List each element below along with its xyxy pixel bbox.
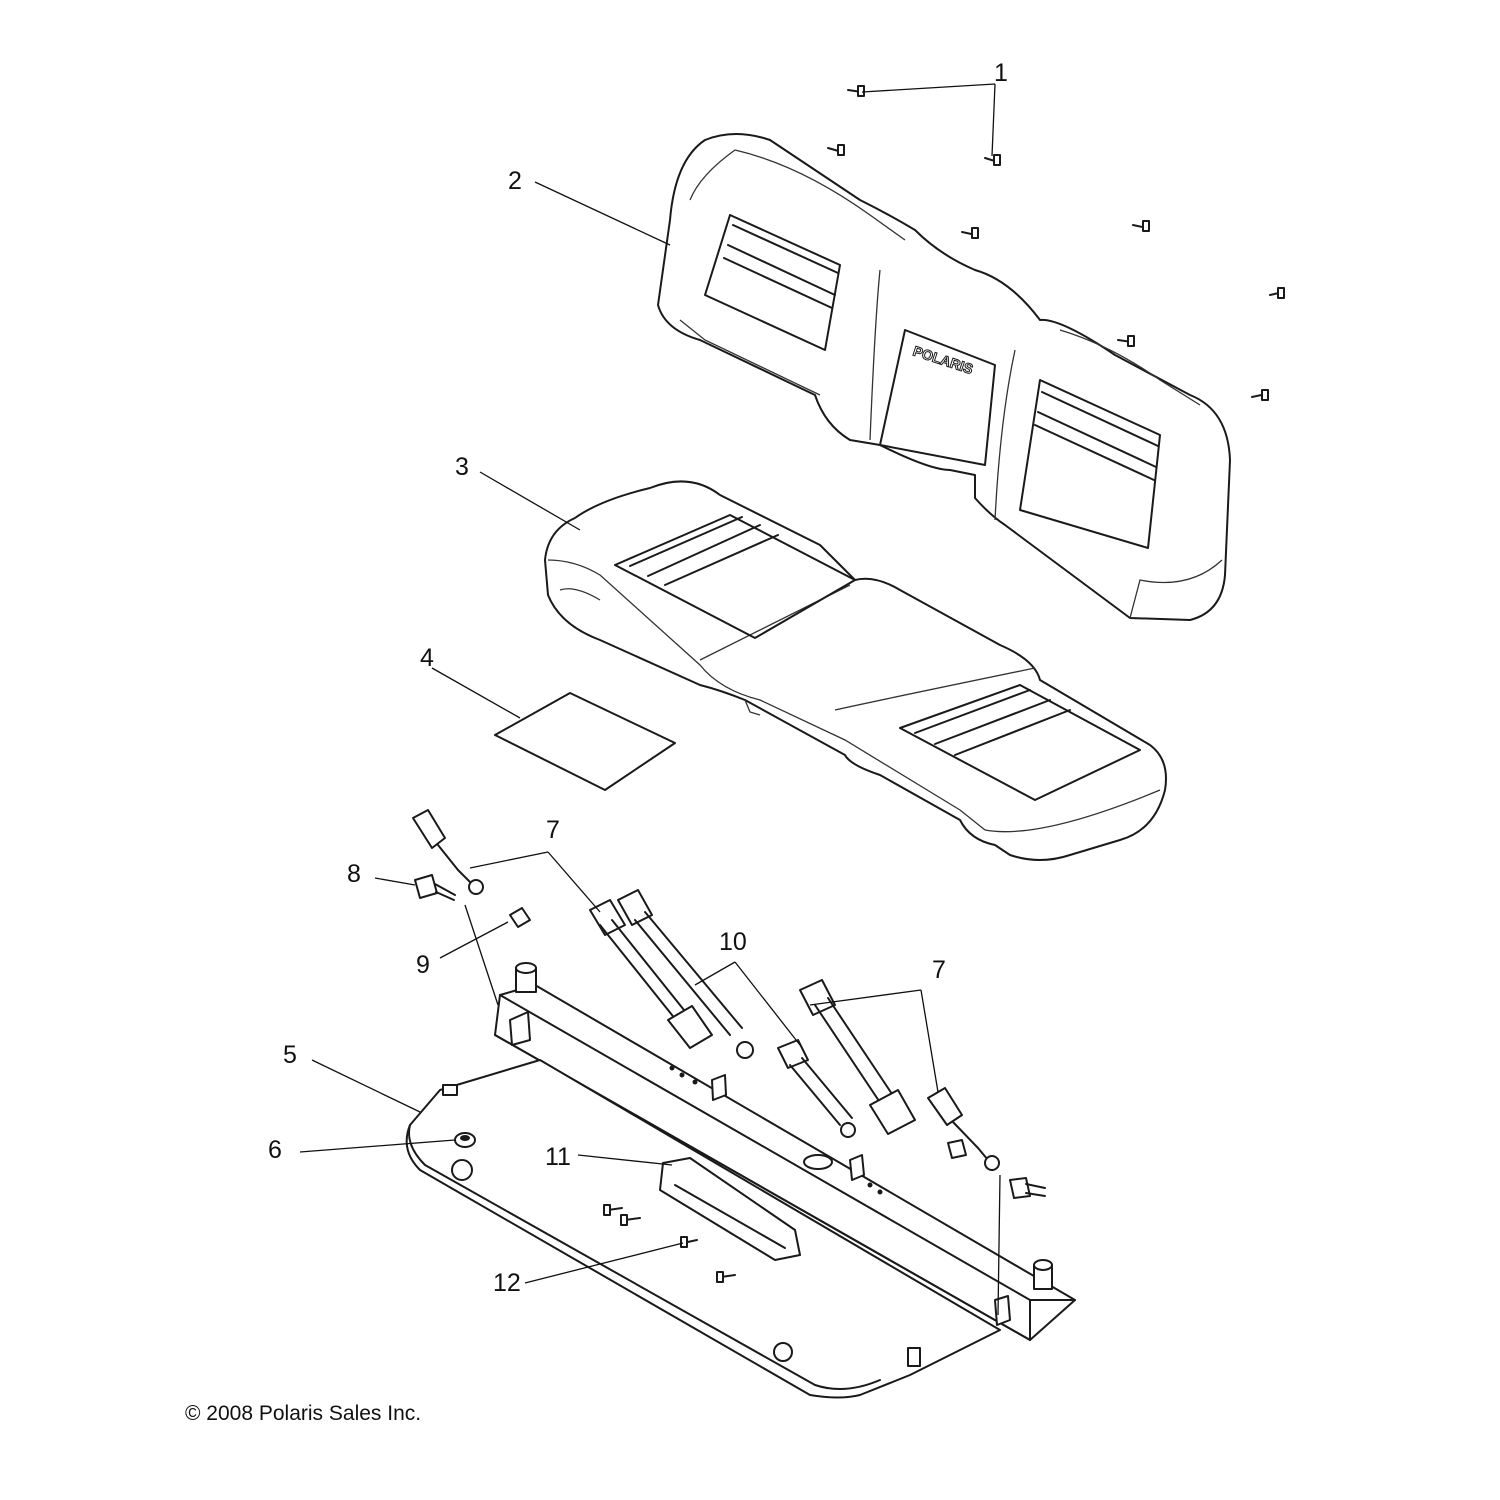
- leader-5: [311, 1059, 421, 1113]
- handle-screw-set: [603, 1204, 736, 1283]
- leader-2: [534, 181, 671, 246]
- screw-icon: [827, 144, 845, 156]
- callout-3: 3: [455, 453, 469, 481]
- callout-12: 12: [493, 1269, 521, 1297]
- leader-10: [694, 961, 801, 1046]
- callout-7b: 7: [932, 956, 946, 984]
- callout-5: 5: [283, 1041, 297, 1069]
- leader-bolt-right: [997, 1174, 1001, 1316]
- leader-1: [861, 83, 996, 157]
- seat-frame: [405, 962, 1076, 1399]
- leader-4: [431, 667, 521, 719]
- screw-icon: [603, 1204, 623, 1216]
- screw-set: [827, 85, 1285, 401]
- bolt-icon: [1009, 1177, 1046, 1199]
- leader-9b: [464, 904, 499, 1006]
- screw-icon: [847, 85, 865, 97]
- callout-9: 9: [416, 951, 430, 979]
- screw-icon: [1269, 287, 1285, 299]
- nut-icon: [509, 907, 531, 928]
- seat-back: POLARIS: [657, 133, 1231, 621]
- seat-belt-retractor-right: [777, 979, 916, 1138]
- screw-icon: [716, 1271, 736, 1283]
- bolt-icon: [414, 874, 456, 901]
- callout-8: 8: [347, 860, 361, 888]
- seat-bottom: [544, 480, 1167, 861]
- leader-7b: [809, 989, 939, 1093]
- screw-icon: [1117, 335, 1135, 347]
- callout-6: 6: [268, 1136, 282, 1164]
- screw-icon: [984, 154, 1001, 166]
- callout-11: 11: [545, 1143, 571, 1171]
- leader-lines: [299, 83, 1001, 1316]
- handle: [659, 1157, 801, 1261]
- leader-9: [439, 921, 509, 959]
- copyright-notice: © 2008 Polaris Sales Inc.: [185, 1402, 422, 1425]
- seat-pad: [494, 692, 676, 791]
- seat-belt-retractor-left: [589, 889, 754, 1059]
- callout-10: 10: [719, 928, 747, 956]
- seat-belt-buckle-left: [412, 809, 484, 895]
- callout-7a: 7: [546, 816, 560, 844]
- screw-icon: [1251, 389, 1269, 401]
- seat-belt-buckle-right: [927, 1087, 1000, 1171]
- leader-8: [374, 877, 416, 886]
- leader-12: [524, 1242, 684, 1284]
- leader-3: [479, 471, 581, 531]
- screw-icon: [620, 1214, 641, 1226]
- callout-2: 2: [508, 167, 522, 195]
- grommet-icon: [454, 1132, 476, 1148]
- screw-icon: [1132, 220, 1150, 232]
- callout-4: 4: [420, 644, 434, 672]
- leader-11: [577, 1154, 673, 1166]
- screw-icon: [680, 1236, 698, 1248]
- callout-1: 1: [994, 59, 1008, 87]
- leader-6: [299, 1139, 456, 1153]
- leader-7a: [469, 851, 601, 913]
- screw-icon: [961, 227, 979, 239]
